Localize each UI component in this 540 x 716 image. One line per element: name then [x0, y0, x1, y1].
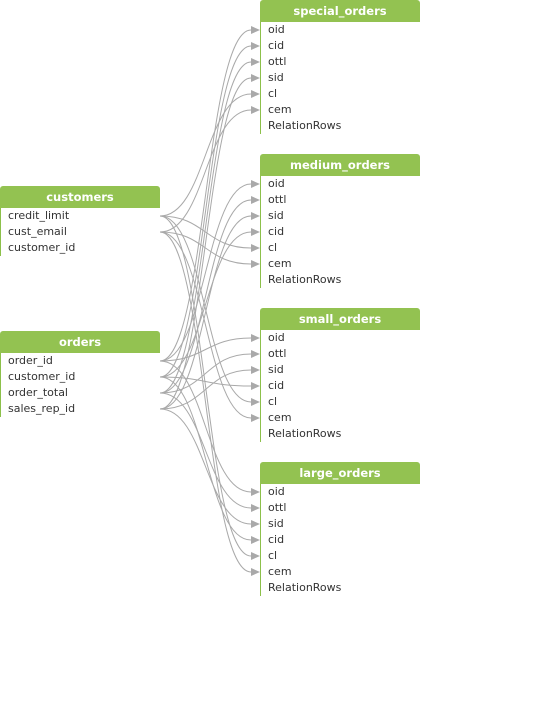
table-title: large_orders	[260, 462, 420, 484]
field-order-total[interactable]: order_total	[8, 386, 68, 399]
mapping-link	[159, 199, 252, 394]
field-credit-limit[interactable]: credit_limit	[8, 209, 70, 222]
mapping-link	[159, 77, 252, 410]
field-oid[interactable]: oid	[268, 23, 285, 36]
field-cem[interactable]: cem	[268, 565, 292, 578]
field-list: oid ottl sid cid cl cem RelationRows	[260, 330, 420, 442]
arrow-head-icon	[251, 488, 260, 496]
arrow-head-icon	[251, 334, 260, 342]
arrow-head-icon	[251, 26, 260, 34]
table-title: orders	[0, 331, 160, 353]
field-sales-rep-id[interactable]: sales_rep_id	[8, 402, 76, 415]
field-list: order_id customer_id order_total sales_r…	[0, 353, 160, 417]
arrow-head-icon	[251, 366, 260, 374]
field-cid[interactable]: cid	[268, 533, 285, 546]
field-ottl[interactable]: ottl	[268, 501, 287, 514]
arrow-head-icon	[251, 536, 260, 544]
table-title: customers	[0, 186, 160, 208]
field-cl[interactable]: cl	[268, 395, 278, 408]
arrow-head-icon	[251, 74, 260, 82]
mapping-link	[159, 231, 252, 265]
arrow-head-icon	[251, 520, 260, 528]
field-ottl[interactable]: ottl	[268, 193, 287, 206]
mapping-link	[159, 231, 252, 378]
field-relation-rows[interactable]: RelationRows	[268, 581, 342, 594]
mapping-link	[159, 392, 252, 509]
mapping-link	[159, 109, 252, 233]
arrow-head-icon	[251, 350, 260, 358]
field-cl[interactable]: cl	[268, 241, 278, 254]
mapping-link	[159, 93, 252, 217]
mapping-link	[159, 61, 252, 394]
mapping-link	[159, 231, 252, 419]
table-customers[interactable]: customers credit_limit cust_email custom…	[0, 186, 160, 256]
field-relation-rows[interactable]: RelationRows	[268, 119, 342, 132]
arrow-head-icon	[251, 414, 260, 422]
mapping-link	[159, 353, 252, 394]
arrow-head-icon	[251, 106, 260, 114]
field-list: oid ottl sid cid cl cem RelationRows	[260, 484, 420, 596]
field-order-id[interactable]: order_id	[8, 354, 53, 367]
field-oid[interactable]: oid	[268, 331, 285, 344]
mapping-link	[159, 215, 252, 410]
mapping-link	[159, 337, 252, 362]
field-cid[interactable]: cid	[268, 379, 285, 392]
field-cem[interactable]: cem	[268, 411, 292, 424]
arrow-head-icon	[251, 212, 260, 220]
arrow-head-icon	[251, 382, 260, 390]
field-cl[interactable]: cl	[268, 87, 278, 100]
field-list: oid cid ottl sid cl cem RelationRows	[260, 22, 420, 134]
arrow-head-icon	[251, 260, 260, 268]
arrow-head-icon	[251, 42, 260, 50]
arrow-head-icon	[251, 196, 260, 204]
table-title: small_orders	[260, 308, 420, 330]
arrow-head-icon	[251, 504, 260, 512]
arrow-head-icon	[251, 568, 260, 576]
field-cid[interactable]: cid	[268, 39, 285, 52]
table-title: medium_orders	[260, 154, 420, 176]
field-sid[interactable]: sid	[268, 71, 284, 84]
arrow-head-icon	[251, 228, 260, 236]
field-sid[interactable]: sid	[268, 209, 284, 222]
field-relation-rows[interactable]: RelationRows	[268, 273, 342, 286]
mapping-link	[159, 215, 252, 403]
field-cl[interactable]: cl	[268, 549, 278, 562]
arrow-head-icon	[251, 90, 260, 98]
field-cust-email[interactable]: cust_email	[8, 225, 67, 238]
mapping-link	[159, 360, 252, 493]
field-ottl[interactable]: ottl	[268, 347, 287, 360]
mapping-link	[159, 45, 252, 378]
arrow-head-icon	[251, 244, 260, 252]
arrow-head-icon	[251, 552, 260, 560]
field-relation-rows[interactable]: RelationRows	[268, 427, 342, 440]
arrow-head-icon	[251, 398, 260, 406]
table-small-orders[interactable]: small_orders oid ottl sid cid cl cem Rel…	[260, 308, 420, 442]
mapping-link	[159, 231, 252, 573]
table-special-orders[interactable]: special_orders oid cid ottl sid cl cem R…	[260, 0, 420, 134]
field-cid[interactable]: cid	[268, 225, 285, 238]
field-oid[interactable]: oid	[268, 177, 285, 190]
table-medium-orders[interactable]: medium_orders oid ottl sid cid cl cem Re…	[260, 154, 420, 288]
mapping-link	[159, 215, 252, 249]
mapping-link	[159, 183, 252, 362]
field-oid[interactable]: oid	[268, 485, 285, 498]
field-list: credit_limit cust_email customer_id	[0, 208, 160, 256]
arrow-head-icon	[251, 180, 260, 188]
field-cem[interactable]: cem	[268, 103, 292, 116]
table-title: special_orders	[260, 0, 420, 22]
field-ottl[interactable]: ottl	[268, 55, 287, 68]
field-list: oid ottl sid cid cl cem RelationRows	[260, 176, 420, 288]
mapping-link	[159, 29, 252, 362]
field-customer-id[interactable]: customer_id	[8, 370, 76, 383]
mapping-link	[159, 376, 252, 387]
field-customer-id[interactable]: customer_id	[8, 241, 76, 254]
mapping-link	[159, 408, 252, 525]
table-large-orders[interactable]: large_orders oid ottl sid cid cl cem Rel…	[260, 462, 420, 596]
field-cem[interactable]: cem	[268, 257, 292, 270]
arrow-head-icon	[251, 58, 260, 66]
field-sid[interactable]: sid	[268, 363, 284, 376]
table-orders[interactable]: orders order_id customer_id order_total …	[0, 331, 160, 417]
field-sid[interactable]: sid	[268, 517, 284, 530]
